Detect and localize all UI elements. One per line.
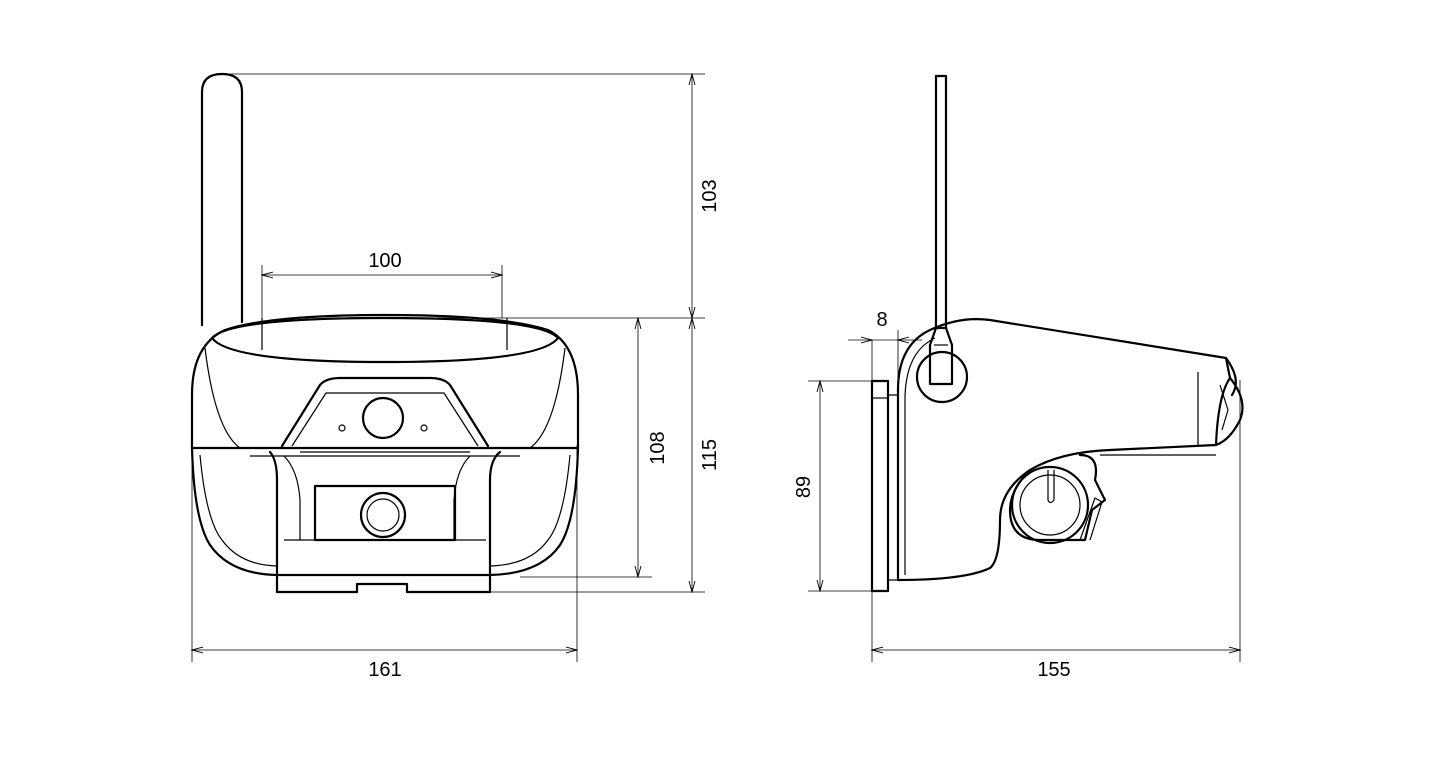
dim-side-depth: 155: [1037, 659, 1070, 681]
dim-antenna-height: 103: [699, 179, 721, 212]
side-dimensions: 89 8 155: [793, 309, 1240, 681]
side-antenna: [915, 74, 969, 404]
side-bracket: [870, 379, 899, 593]
front-dimensions: 100 161 103 108 115: [192, 74, 721, 681]
side-view: [870, 74, 1244, 593]
dim-front-width: 161: [368, 659, 401, 681]
side-swivel-mount: [1008, 453, 1107, 545]
dim-body-height-inner: 108: [647, 431, 669, 464]
front-base-plate: [275, 573, 492, 594]
front-view: [190, 72, 580, 594]
dim-bracket-thickness: 8: [876, 309, 887, 331]
dim-panel-width: 100: [368, 250, 401, 272]
dim-bracket-height: 89: [793, 476, 815, 498]
front-antenna: [200, 72, 244, 327]
front-lower-housing: [190, 446, 580, 577]
dim-body-height-total: 115: [699, 439, 721, 471]
side-body: [896, 318, 1244, 582]
front-upper-housing: [190, 313, 580, 450]
front-sensor-window: [280, 376, 490, 448]
